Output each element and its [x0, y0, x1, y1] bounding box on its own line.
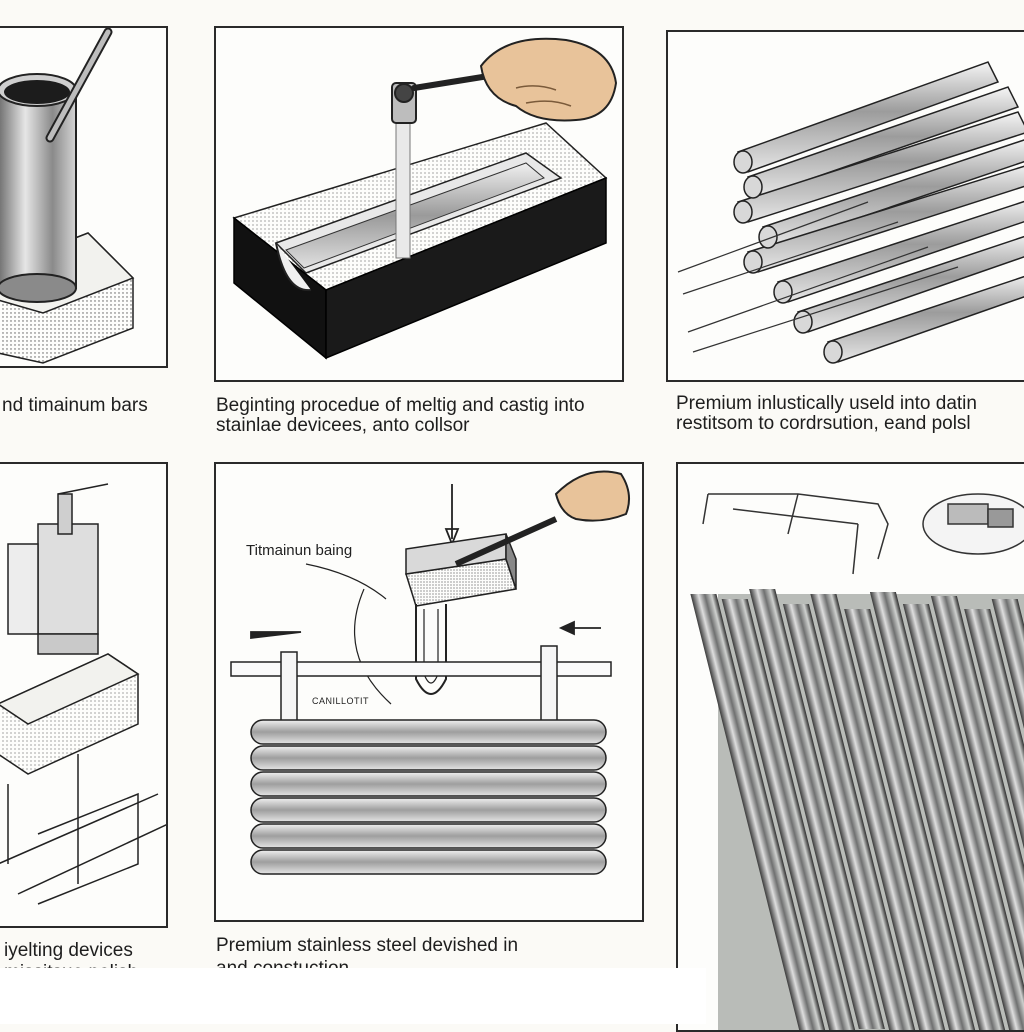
panel-polished-bars: [676, 462, 1024, 1032]
caption-bottom-middle-1: Premium stainless steel devished in: [216, 935, 519, 956]
mold-illustration: [232, 37, 618, 360]
caption-top-middle-1: Beginting procedue of meltig and castig …: [216, 395, 585, 416]
cannon-label: CANILLOTIT: [312, 696, 370, 706]
caption-top-right-1: Premium inlustically useld into datin: [676, 393, 977, 414]
bar-label: Titmainun baing: [246, 542, 353, 559]
caption-top-left: nd timainum bars: [2, 395, 148, 416]
panel-melting-crucible: [0, 26, 168, 368]
polished-bars-illustration: [690, 493, 1024, 1030]
bar-bundle-illustration: [677, 61, 1024, 364]
caption-top-middle-2: stainlae devicees, anto collsor: [216, 415, 470, 436]
caption-top-right-2: restitsom to cordrsution, eand polsl: [676, 413, 971, 434]
panel-melting-devices: [0, 462, 168, 928]
bending-illustration: [230, 470, 631, 875]
melting-machine-illustration: [0, 483, 166, 905]
panel-bending-diagram: Titmainun baing CANILLOTIT: [214, 462, 644, 922]
bottom-blank-strip: [0, 968, 706, 1024]
direction-arrows: [250, 484, 601, 640]
panel-bar-bundle: [666, 30, 1024, 382]
crucible-illustration: [0, 28, 135, 364]
panel-casting-mold: [214, 26, 624, 382]
caption-bottom-left-1: iyelting devices: [4, 940, 133, 961]
